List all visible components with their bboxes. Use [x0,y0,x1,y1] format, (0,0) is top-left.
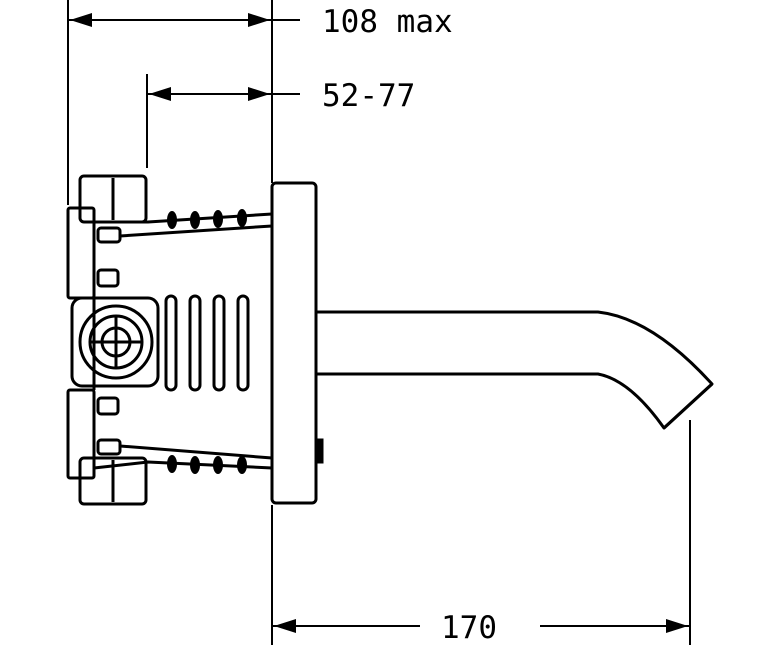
body-slots [164,294,250,392]
escutcheon [270,181,324,505]
lug [96,268,120,288]
arrowhead-right [248,13,270,27]
mounting-plate-lower [66,388,96,480]
spout-tip [662,382,714,430]
cartridge-ring [78,304,154,380]
thread-dots-bottom [167,455,247,474]
thread-dots-top [167,209,247,229]
overall-depth-label: 108 max [322,4,453,40]
escutcheon-set-screw [316,438,324,464]
spout [316,310,714,430]
dimension-overall-depth: 108 max [68,4,453,40]
lug [96,226,122,244]
arrowhead-left [70,13,92,27]
lug [96,438,122,456]
extension-lines [67,0,691,645]
arrowhead-left [149,87,171,101]
concealed-body [66,174,273,506]
spout-projection-label: 170 [441,610,497,646]
arrowhead-right [666,619,688,633]
arrowhead-right [248,87,270,101]
lug [96,396,120,416]
bottom-boss [78,456,148,506]
dimension-wall-adjust: 52-77 [147,78,415,114]
dimension-spout-projection: 170 [272,610,690,646]
spout-outline [316,310,714,430]
arrowhead-left [274,619,296,633]
wall-adjust-label: 52-77 [322,78,415,114]
cartridge-housing [70,296,160,388]
